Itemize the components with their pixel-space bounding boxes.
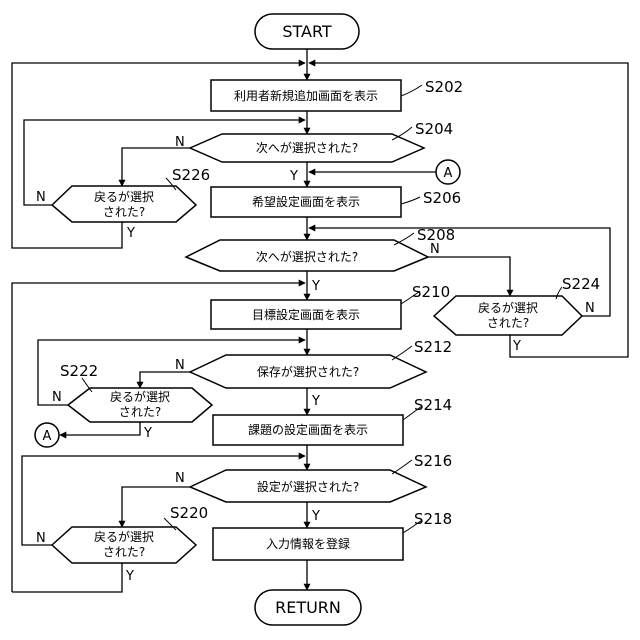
label-s222: S222 — [60, 362, 98, 380]
decision-s208: 次へが選択された? — [186, 240, 428, 271]
s224-no-label: N — [585, 301, 595, 316]
decision-s204: 次へが選択された? — [190, 134, 424, 162]
s216-yes-label: Y — [311, 509, 320, 524]
step-s202-text: 利用者新規追加画面を表示 — [234, 88, 378, 103]
decision-s226-line2: された? — [103, 205, 145, 219]
s204-no-label: N — [175, 135, 185, 150]
label-s224: S224 — [562, 275, 600, 293]
s212-yes-label: Y — [311, 394, 320, 409]
decision-s208-text: 次へが選択された? — [256, 249, 358, 264]
label-s226: S226 — [172, 166, 210, 184]
label-s204: S204 — [415, 120, 453, 138]
label-s202: S202 — [425, 78, 463, 96]
decision-s212-text: 保存が選択された? — [257, 364, 359, 379]
connector-a-left-label: A — [43, 429, 52, 444]
decision-s222-line1: 戻るが選択 — [110, 389, 170, 404]
step-s214: 課題の設定画面を表示 — [213, 415, 403, 445]
decision-s204-text: 次へが選択された? — [256, 140, 358, 155]
s212-no-label: N — [175, 358, 185, 373]
s220-yes-label: Y — [125, 569, 134, 584]
step-s206-text: 希望設定画面を表示 — [252, 194, 360, 209]
decision-s220-line2: された? — [103, 545, 145, 559]
label-s214: S214 — [414, 396, 452, 414]
s204-yes-label: Y — [289, 169, 298, 184]
s216-no-label: N — [175, 471, 185, 486]
step-s218: 入力情報を登録 — [213, 528, 403, 560]
start-label: START — [282, 22, 332, 41]
decision-s222: 戻るが選択 された? — [68, 388, 212, 422]
label-s216: S216 — [414, 452, 452, 470]
connector-a-top: A — [436, 160, 460, 184]
label-s220: S220 — [170, 504, 208, 522]
decision-s212: 保存が選択された? — [190, 355, 426, 388]
connector-a-top-label: A — [444, 166, 453, 181]
decision-s224-line1: 戻るが選択 — [478, 300, 538, 315]
step-s206: 希望設定画面を表示 — [211, 187, 401, 217]
decision-s224-line2: された? — [487, 316, 529, 330]
s226-yes-label: Y — [126, 226, 135, 241]
start-terminal: START — [255, 14, 359, 49]
step-s210-text: 目標設定画面を表示 — [252, 307, 360, 322]
s208-yes-label: Y — [311, 279, 320, 294]
return-terminal: RETURN — [255, 590, 361, 625]
connector-a-left: A — [35, 423, 59, 447]
label-s210: S210 — [412, 283, 450, 301]
s222-yes-label: Y — [143, 426, 152, 441]
decision-s222-line2: された? — [119, 405, 161, 419]
decision-s220: 戻るが選択 された? — [52, 527, 196, 563]
label-s206: S206 — [423, 189, 461, 207]
label-s218: S218 — [414, 510, 452, 528]
decision-s220-line1: 戻るが選択 — [94, 529, 154, 544]
decision-s216: 設定が選択された? — [190, 470, 426, 502]
s220-no-label: N — [36, 531, 46, 546]
decision-s226: 戻るが選択 された? — [52, 186, 196, 222]
s224-yes-label: Y — [512, 339, 521, 354]
label-s212: S212 — [414, 338, 452, 356]
step-s202: 利用者新規追加画面を表示 — [211, 80, 401, 111]
s208-no-label: N — [430, 242, 440, 257]
decision-s226-line1: 戻るが選択 — [94, 189, 154, 204]
return-label: RETURN — [275, 598, 341, 617]
s226-no-label: N — [36, 190, 46, 205]
step-s218-text: 入力情報を登録 — [266, 536, 350, 551]
decision-s224: 戻るが選択 された? — [434, 296, 582, 335]
step-s210: 目標設定画面を表示 — [211, 300, 401, 329]
decision-s216-text: 設定が選択された? — [257, 479, 359, 494]
step-s214-text: 課題の設定画面を表示 — [248, 422, 368, 437]
s222-no-label: N — [52, 390, 62, 405]
